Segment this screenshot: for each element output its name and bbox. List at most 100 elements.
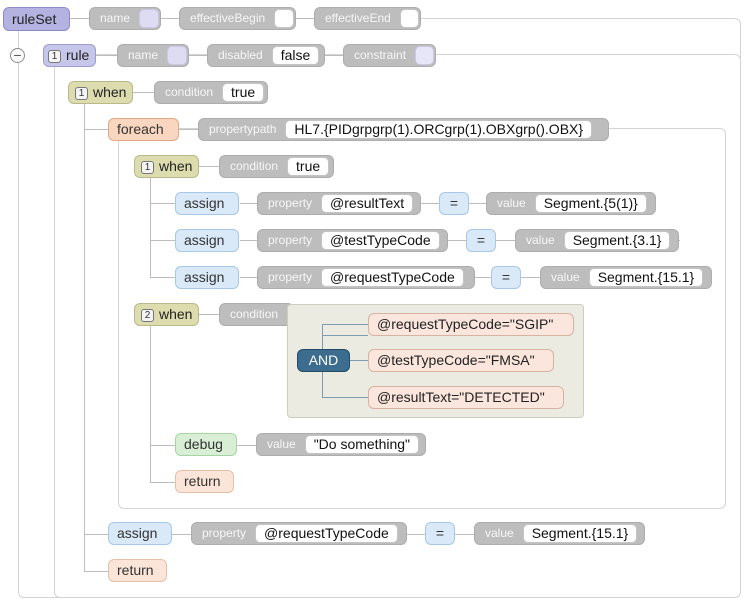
ruleset-name-value[interactable] — [139, 9, 159, 28]
assign-value-attr[interactable]: value Segment.{15.1} — [474, 522, 645, 545]
rule-index-badge: 1 — [48, 50, 61, 63]
assign-label: assign — [117, 525, 158, 541]
ruleset-effective-end-attr[interactable]: effectiveEnd — [314, 7, 421, 30]
and-connector — [322, 335, 368, 336]
equals-operator[interactable]: = — [425, 522, 455, 545]
debug-value-attr[interactable]: value "Do something" — [256, 433, 426, 456]
assign-property-value[interactable]: @requestTypeCode — [321, 268, 464, 287]
equals-operator[interactable]: = — [491, 266, 521, 289]
attr-label: value — [485, 526, 514, 540]
when-condition-value[interactable]: true — [287, 157, 330, 176]
return-label: return — [117, 562, 154, 578]
when-condition-attr[interactable]: condition true — [219, 155, 334, 178]
assign-node[interactable]: assign — [175, 192, 239, 215]
assign-property-attr[interactable]: property @testTypeCode — [257, 229, 448, 252]
when-label: when — [159, 306, 193, 322]
attr-label: constraint — [354, 48, 407, 62]
debug-node[interactable]: debug — [175, 433, 237, 456]
effective-end-value[interactable] — [399, 9, 419, 28]
foreach-propertypath-value[interactable]: HL7.{PIDgrpgrp(1).ORCgrp(1).OBXgrp().OBX… — [285, 120, 593, 139]
when-index-badge: 1 — [141, 161, 154, 174]
connector — [84, 571, 108, 572]
attr-label: effectiveBegin — [190, 11, 266, 25]
rule-label: rule — [66, 47, 90, 63]
attr-label: value — [526, 233, 555, 247]
attr-label: propertypath — [209, 122, 277, 136]
connector — [150, 482, 175, 483]
attr-connector — [240, 240, 680, 241]
attr-label: value — [551, 270, 580, 284]
attr-label: property — [268, 233, 313, 247]
return-label: return — [184, 473, 221, 489]
rule-constraint-attr[interactable]: constraint — [343, 44, 436, 67]
assign-label: assign — [184, 269, 225, 285]
rule-disabled-value[interactable]: false — [271, 46, 320, 65]
when-condition-value[interactable]: true — [222, 83, 265, 102]
debug-value[interactable]: "Do something" — [304, 435, 420, 454]
and-connector — [322, 397, 368, 398]
ruleset-node[interactable]: ruleSet — [3, 7, 70, 31]
attr-label: effectiveEnd — [325, 11, 391, 25]
condition-item[interactable]: @requestTypeCode="SGIP" — [368, 313, 574, 336]
rule-node[interactable]: 1 rule — [43, 44, 96, 67]
when-condition-attr[interactable]: condition — [219, 303, 294, 326]
assign-property-value[interactable]: @resultText — [321, 194, 414, 213]
foreach-node[interactable]: foreach — [108, 118, 179, 141]
and-connector — [322, 324, 368, 325]
assign-value-attr[interactable]: value Segment.{15.1} — [540, 266, 712, 289]
ruleset-name-attr[interactable]: name — [89, 7, 161, 30]
when-index-badge: 2 — [141, 309, 154, 322]
assign-property-value[interactable]: @requestTypeCode — [255, 524, 398, 543]
assign-property-value[interactable]: @testTypeCode — [321, 231, 440, 250]
effective-begin-value[interactable] — [274, 9, 294, 28]
condition-item[interactable]: @resultText="DETECTED" — [368, 386, 564, 409]
collapse-toggle-icon[interactable]: − — [10, 48, 25, 63]
return-node[interactable]: return — [108, 559, 167, 582]
attr-label: property — [268, 196, 313, 210]
attr-label: condition — [230, 307, 279, 321]
assign-property-attr[interactable]: property @requestTypeCode — [191, 522, 407, 545]
condition-item[interactable]: @testTypeCode="FMSA" — [368, 349, 554, 372]
debug-label: debug — [184, 436, 223, 452]
assign-property-attr[interactable]: property @requestTypeCode — [257, 266, 475, 289]
and-connector — [322, 324, 323, 336]
rule-disabled-attr[interactable]: disabled false — [207, 44, 325, 67]
assign-value[interactable]: Segment.{5(1)} — [534, 194, 647, 213]
attr-label: property — [268, 270, 313, 284]
assign-value[interactable]: Segment.{15.1} — [588, 268, 704, 287]
rule-name-value[interactable] — [167, 46, 187, 65]
assign-value-attr[interactable]: value Segment.{5(1)} — [486, 192, 656, 215]
when-condition-attr[interactable]: condition true — [154, 81, 268, 104]
attr-label: value — [497, 196, 526, 210]
assign-label: assign — [184, 195, 225, 211]
assign-node[interactable]: assign — [108, 522, 172, 545]
rule-constraint-value[interactable] — [415, 46, 434, 65]
attr-connector — [172, 534, 645, 535]
assign-node[interactable]: assign — [175, 266, 239, 289]
connector — [150, 277, 175, 278]
equals-operator[interactable]: = — [466, 229, 496, 252]
attr-label: property — [202, 526, 247, 540]
foreach-label: foreach — [117, 121, 164, 137]
assign-node[interactable]: assign — [175, 229, 239, 252]
equals-operator[interactable]: = — [439, 192, 469, 215]
when-label: when — [93, 84, 127, 100]
assign-value[interactable]: Segment.{15.1} — [522, 524, 638, 543]
attr-label: value — [267, 437, 296, 451]
connector — [150, 240, 175, 241]
ruleset-effective-begin-attr[interactable]: effectiveBegin — [179, 7, 296, 30]
return-node[interactable]: return — [175, 470, 234, 493]
when-node[interactable]: 2 when — [134, 303, 199, 326]
attr-label: name — [128, 48, 159, 62]
and-operator[interactable]: AND — [297, 349, 350, 372]
when-connector — [150, 314, 151, 482]
foreach-propertypath-attr[interactable]: propertypath HL7.{PIDgrpgrp(1).ORCgrp(1)… — [198, 118, 609, 141]
attr-connector — [240, 277, 712, 278]
assign-value-attr[interactable]: value Segment.{3.1} — [515, 229, 679, 252]
rule-name-attr[interactable]: name — [117, 44, 189, 67]
assign-value[interactable]: Segment.{3.1} — [563, 231, 671, 250]
assign-property-attr[interactable]: property @resultText — [257, 192, 421, 215]
